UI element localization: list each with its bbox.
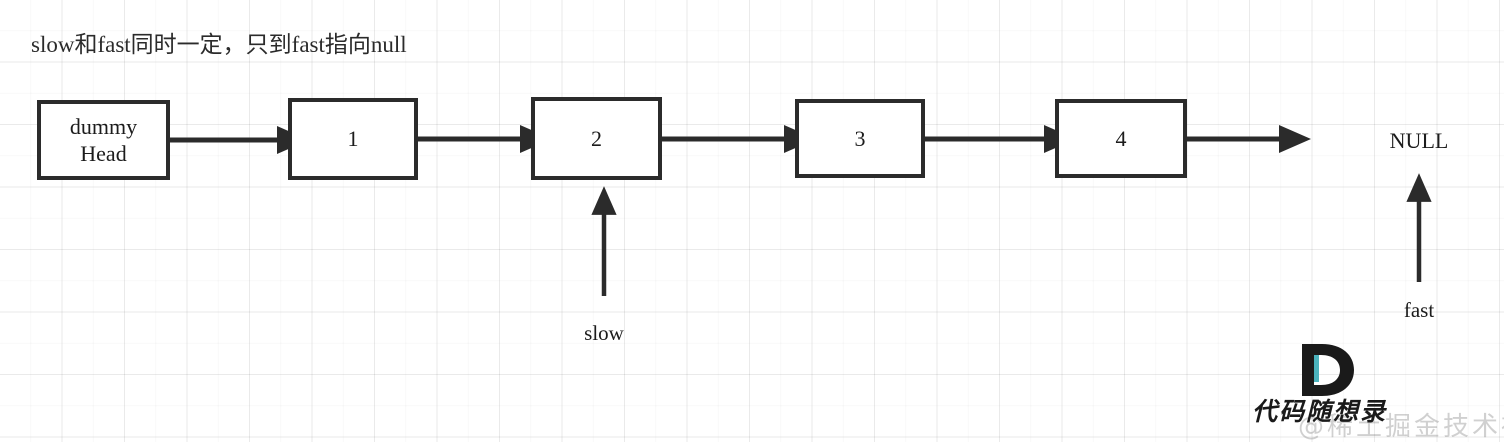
node-1[interactable]: 1 bbox=[288, 98, 418, 180]
logo-d-icon bbox=[1302, 344, 1354, 396]
node-label: 1 bbox=[347, 126, 359, 152]
brand-name-text: 代码随想录 bbox=[1252, 397, 1388, 426]
node-3[interactable]: 3 bbox=[795, 99, 925, 178]
slow-pointer-label: slow bbox=[584, 321, 624, 345]
node-2[interactable]: 2 bbox=[531, 97, 662, 180]
node-label: 3 bbox=[854, 125, 866, 151]
fast-pointer-label: fast bbox=[1403, 298, 1435, 322]
brand-watermark-group: @稀土掘金技术社区 代码随想录 bbox=[1252, 344, 1504, 442]
node-label: 2 bbox=[591, 125, 602, 151]
node-dummy-head[interactable]: dummy Head bbox=[37, 100, 170, 180]
diagram-title: slow和fast同时一定，只到fast指向null bbox=[31, 32, 407, 57]
node-label: dummy Head bbox=[69, 113, 138, 167]
site-watermark-text: @稀土掘金技术社区 bbox=[1298, 412, 1504, 442]
node-4[interactable]: 4 bbox=[1055, 99, 1187, 178]
null-terminal-label: NULL bbox=[1389, 128, 1449, 153]
node-label: 4 bbox=[1115, 125, 1127, 151]
